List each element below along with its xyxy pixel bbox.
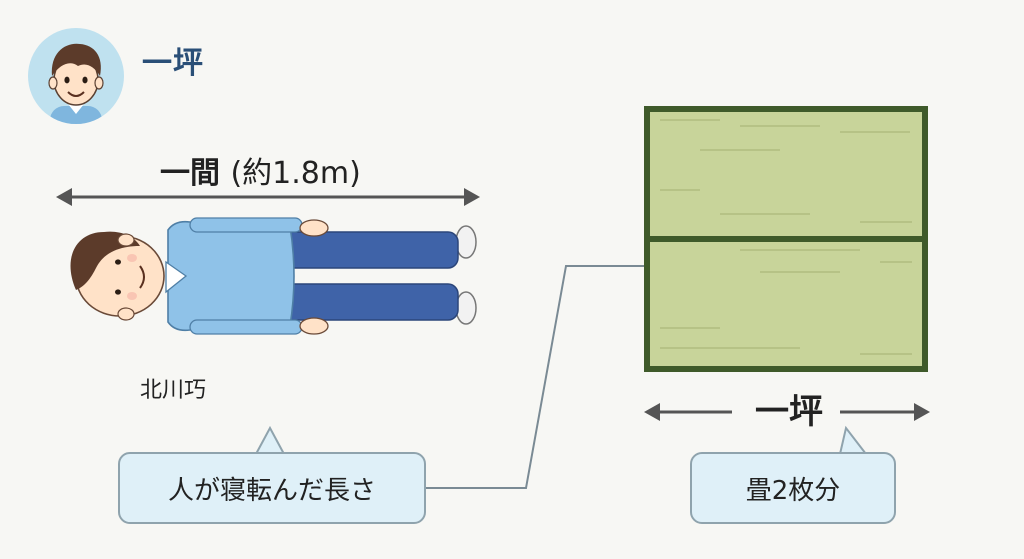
tatami-mats [644, 106, 928, 372]
length-arrow [56, 188, 480, 206]
header-title: 一坪 [142, 46, 204, 81]
callout-lying-length-text: 人が寝転んだ長さ [167, 475, 376, 506]
boy-face-icon [48, 43, 104, 124]
length-label-main: 一間 [160, 156, 220, 191]
tsubo-arrow [644, 403, 930, 421]
lying-person-illustration [70, 217, 477, 335]
bubble-right-tail [838, 425, 869, 455]
callout-lying-length: 人が寝転んだ長さ [118, 452, 426, 524]
tatami-mat [650, 242, 922, 366]
callout-two-tatami-text: 畳2枚分 [745, 475, 841, 506]
avatar [28, 28, 124, 124]
connector-line [426, 265, 644, 489]
person-name: 北川巧 [140, 378, 207, 403]
tatami-mat [650, 112, 922, 236]
length-label: 一間 (約1.8m) [160, 148, 361, 192]
tsubo-width-label: 一坪 [755, 392, 823, 432]
length-label-sub: (約1.8m) [230, 156, 361, 191]
bubble-left-tail [254, 425, 286, 455]
callout-two-tatami: 畳2枚分 [690, 452, 896, 524]
